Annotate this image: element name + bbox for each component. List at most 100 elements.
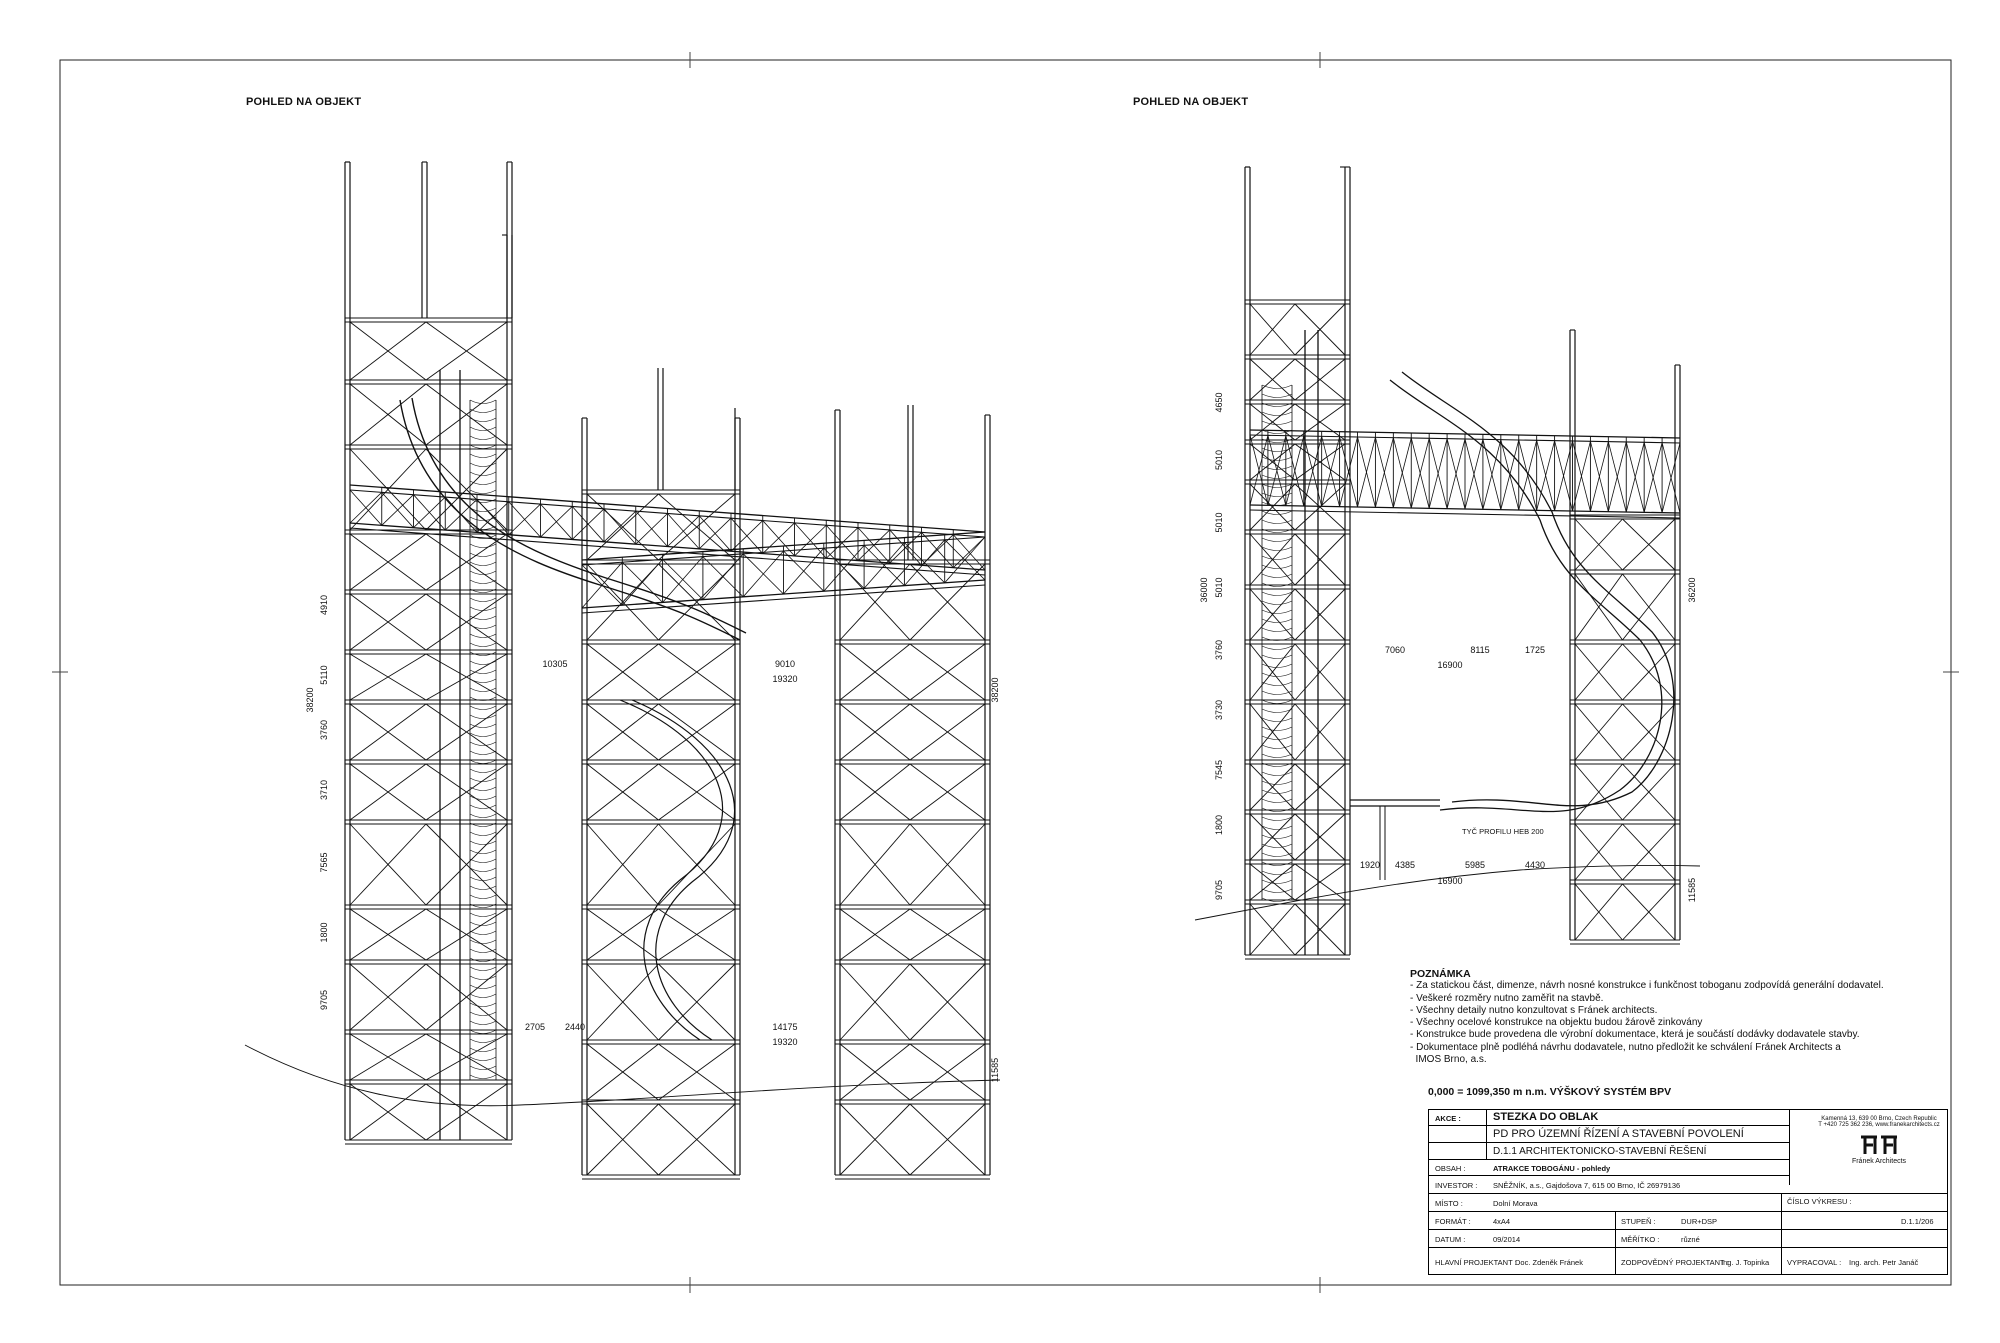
datum-label: DATUM : <box>1435 1235 1466 1244</box>
investor-label: INVESTOR : <box>1435 1181 1478 1190</box>
bridge-diagonal <box>662 556 704 603</box>
stair-step <box>469 804 497 809</box>
hlavni-label: HLAVNÍ PROJEKTANT : <box>1435 1258 1517 1267</box>
terrain-line <box>244 1044 1001 1107</box>
stair-step <box>1261 681 1293 686</box>
tower-brace <box>839 643 911 701</box>
tower-brace <box>909 963 986 1041</box>
bridge-diagonal <box>952 536 986 568</box>
tower-brace <box>349 321 427 381</box>
stair-step <box>469 930 497 935</box>
stair-step <box>1261 879 1293 884</box>
truss-tower <box>344 161 513 1145</box>
bridge-diagonal <box>944 536 986 584</box>
tower-brace <box>1294 483 1346 531</box>
dim-text: 11585 <box>990 1058 1000 1082</box>
bridge-diagonal <box>1249 435 1269 506</box>
stair-step <box>469 696 497 701</box>
stair-step <box>469 912 497 917</box>
tower-brace <box>658 703 736 761</box>
tower-brace <box>658 563 736 641</box>
stair-step <box>469 543 497 548</box>
sheet-border <box>59 59 1952 1286</box>
right-elevation <box>1194 166 1701 960</box>
notes-block: POZNÁMKA - Za statickou část, dimenze, n… <box>1410 968 1884 1066</box>
truss-tower <box>1569 329 1681 945</box>
tower-brace <box>1294 703 1346 761</box>
tower-brace <box>349 1083 427 1141</box>
dim-text: 5010 <box>1214 450 1224 470</box>
tower-brace <box>1574 703 1623 761</box>
hlavni-value: Doc. Zdeněk Fránek <box>1515 1258 1583 1267</box>
slide-tube <box>619 699 724 1041</box>
bridge-diagonal <box>1482 439 1502 510</box>
tower-brace <box>1249 403 1296 441</box>
stair-step <box>1261 438 1293 443</box>
stair-step <box>1261 609 1293 614</box>
tower-brace <box>909 703 986 761</box>
tower-brace <box>1622 883 1676 941</box>
tower-brace <box>1249 763 1296 811</box>
stair-step <box>1261 771 1293 776</box>
stair-step <box>1261 600 1293 605</box>
bridge-diagonal <box>823 545 865 592</box>
stair-step <box>469 687 497 692</box>
dim-text: 5010 <box>1214 512 1224 532</box>
tower-brace <box>1294 358 1346 401</box>
dim-text: 3760 <box>319 720 329 740</box>
dim-text: 19320 <box>772 674 797 684</box>
bridge-chord <box>581 584 986 614</box>
tower-brace <box>349 383 427 446</box>
stair-step <box>469 1002 497 1007</box>
stair-step <box>469 786 497 791</box>
tower-brace <box>1249 588 1296 641</box>
tower-brace <box>1622 573 1676 641</box>
bridge-diagonal <box>349 492 383 524</box>
stair-step <box>1261 690 1293 695</box>
tower-brace <box>586 643 659 701</box>
bridge-diagonal <box>742 550 784 598</box>
tb-divider <box>1789 1110 1790 1185</box>
stair-step <box>469 903 497 908</box>
stair-step <box>469 1020 497 1025</box>
stair-step <box>469 570 497 575</box>
stair-step <box>1261 546 1293 551</box>
tower-brace <box>1574 643 1623 701</box>
dim-text: 19320 <box>772 1037 797 1047</box>
stair-step <box>1261 897 1293 902</box>
stair-step <box>1261 393 1293 398</box>
stair-step <box>469 660 497 665</box>
zodp-label: ZODPOVĚDNÝ PROJEKTANT : <box>1621 1258 1729 1267</box>
stair-step <box>469 1011 497 1016</box>
tower-brace <box>658 493 736 561</box>
dim-text: 5010 <box>1214 577 1224 597</box>
vyprac-label: VYPRACOVAL : <box>1787 1258 1842 1267</box>
stair-step <box>1261 735 1293 740</box>
dim-text: 5110 <box>319 665 329 684</box>
slide-tube <box>631 699 736 1041</box>
dim-text: 1920 <box>1360 860 1380 870</box>
tower-brace <box>909 763 986 821</box>
tower-brace <box>658 908 736 961</box>
stair-step <box>1261 501 1293 506</box>
stair-step <box>1261 663 1293 668</box>
bridge-diagonal <box>381 494 414 526</box>
stair-step <box>469 561 497 566</box>
tower-brace <box>1249 643 1296 701</box>
stair-step <box>1261 708 1293 713</box>
bridge-diagonal <box>1321 436 1340 507</box>
datum-value: 09/2014 <box>1493 1235 1521 1244</box>
stupen-label: STUPEŇ : <box>1621 1217 1656 1226</box>
spiral-stair <box>1261 384 1293 902</box>
stair-step <box>1261 528 1293 533</box>
bridge-diagonal <box>1303 436 1323 507</box>
stupen-value: DUR+DSP <box>1681 1217 1718 1226</box>
tb-divider <box>1781 1194 1782 1274</box>
stair-step <box>1261 852 1293 857</box>
tower-brace <box>1574 883 1623 941</box>
truss-tower <box>1244 166 1351 960</box>
tower-brace <box>1622 703 1676 761</box>
stair-step <box>469 831 497 836</box>
stair-step <box>1261 843 1293 848</box>
stair-step <box>469 750 497 755</box>
